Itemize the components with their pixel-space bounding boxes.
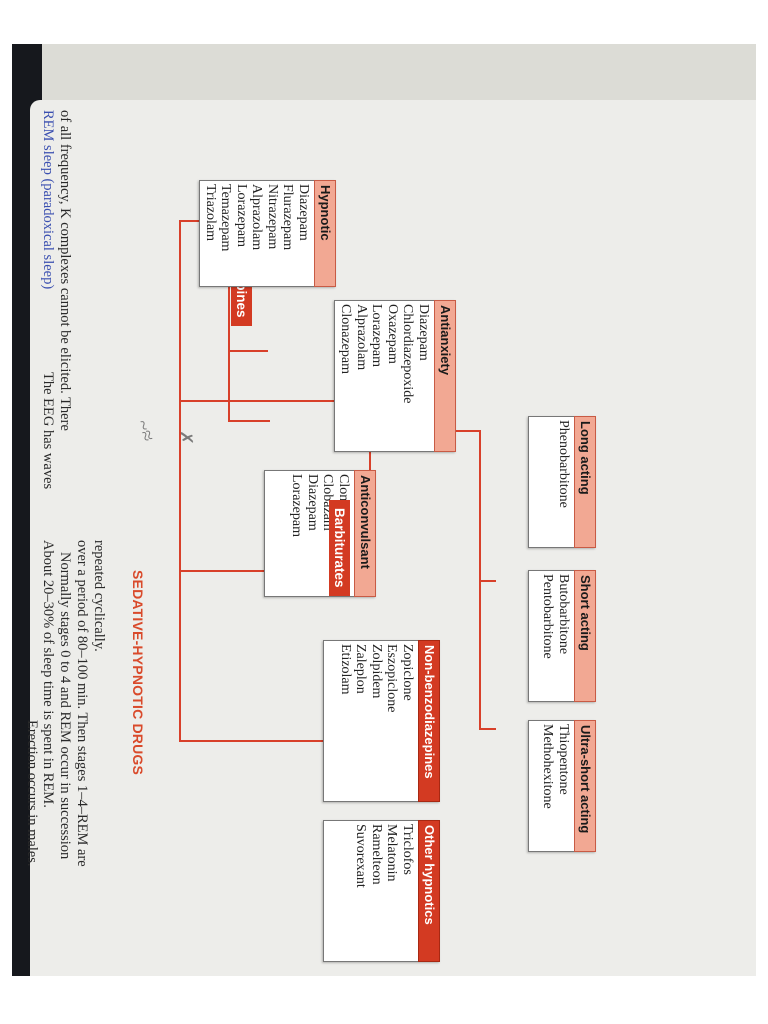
box-hypnotic-items: Diazepam Flurazepam Nitrazepam Alprazola… bbox=[203, 184, 311, 252]
text-right-2: Normally stages 0 to 4 and REM occur in … bbox=[57, 552, 73, 860]
text-line-2: of all frequency, K complexes cannot be … bbox=[57, 110, 73, 431]
rotated-page-content: REM sleep (paradoxical sleep) of all fre… bbox=[24, 100, 756, 976]
list-item: Lorazepam bbox=[369, 304, 385, 367]
barbiturates-label: Barbiturates bbox=[329, 500, 350, 596]
box-anticonvulsant-title: Anticonvulsant bbox=[354, 470, 376, 597]
connector-barb-up bbox=[180, 400, 356, 402]
list-item: Alprazolam bbox=[354, 304, 369, 371]
book-page: REM sleep (paradoxical sleep) of all fre… bbox=[24, 100, 756, 976]
box-other-hypnotics-title: Other hypnotics bbox=[418, 820, 440, 962]
list-item: Ramelteon bbox=[369, 824, 384, 885]
box-short-acting-items: Butobarbitone Pentobarbitone bbox=[540, 574, 572, 659]
list-item: Diazepam bbox=[305, 474, 320, 531]
box-ultrashort-acting-items: Thiopentone Methohexitone bbox=[540, 724, 572, 809]
list-item: Zaleplon bbox=[353, 644, 369, 694]
box-long-acting-items: Phenobarbitone bbox=[556, 420, 571, 508]
box-antianxiety-title: Antianxiety bbox=[434, 300, 456, 452]
box-other-hypnotics-items: Triclofos Melatonin Ramelteon Suvorexant bbox=[353, 824, 416, 888]
list-item: Oxazepam bbox=[385, 304, 400, 364]
text-right-1: About 20–30% of sleep time is spent in R… bbox=[40, 540, 56, 808]
list-item: Pentobarbitone bbox=[540, 574, 556, 659]
diagram-title: SEDATIVE-HYPNOTIC DRUGS bbox=[130, 570, 146, 776]
list-item: Nitrazepam bbox=[265, 184, 280, 250]
box-non-benzodiazepines-items: Zopiclone Eszopiclone Zolpidem Zaleplon … bbox=[338, 644, 415, 713]
text-line-3: The EEG has waves bbox=[40, 372, 56, 490]
facing-page bbox=[42, 44, 756, 104]
list-item: Eszopiclone bbox=[384, 644, 400, 713]
list-item: Clonazepam bbox=[338, 304, 354, 374]
list-item: Triazolam bbox=[203, 184, 218, 242]
list-item: Diazepam bbox=[296, 184, 311, 241]
box-short-acting: Short acting Butobarbitone Pentobarbiton… bbox=[528, 570, 596, 702]
list-item: Thiopentone bbox=[556, 724, 571, 795]
list-item: Alprazolam bbox=[249, 184, 265, 251]
box-long-acting-title: Long acting bbox=[574, 416, 596, 548]
box-ultrashort-acting: Ultra-short acting Thiopentone Methohexi… bbox=[528, 720, 596, 852]
list-item: Zopiclone bbox=[400, 644, 415, 701]
list-item: Lorazepam bbox=[289, 474, 305, 537]
connector-short-acting bbox=[479, 580, 496, 582]
text-right-3: over a period of 80–100 min. Then stages… bbox=[74, 540, 90, 867]
text-line-1: REM sleep (paradoxical sleep) bbox=[40, 110, 56, 290]
photo-background: REM sleep (paradoxical sleep) of all fre… bbox=[12, 44, 756, 976]
box-non-benzodiazepines: Non-benzodiazepines Zopiclone Eszopiclon… bbox=[323, 640, 440, 802]
list-item: Flurazepam bbox=[280, 184, 296, 251]
list-item: Triclofos bbox=[400, 824, 415, 875]
list-item: Phenobarbitone bbox=[556, 420, 571, 508]
connector-antianxiety bbox=[228, 350, 268, 352]
box-anticonvulsant: Anticonvulsant Clonazepam Clobazam Diaze… bbox=[264, 470, 376, 597]
connector-right-down bbox=[179, 740, 326, 742]
connector-anticonvulsant bbox=[228, 420, 270, 422]
box-short-acting-title: Short acting bbox=[574, 570, 596, 702]
text-right-0: Erection occurs in males. bbox=[24, 720, 40, 867]
connector-ultrashort bbox=[479, 728, 496, 730]
pencil-mark-icon: ~≈ bbox=[130, 416, 160, 445]
box-ultrashort-acting-title: Ultra-short acting bbox=[574, 720, 596, 852]
list-item: Butobarbitone bbox=[556, 574, 571, 655]
box-antianxiety-items: Diazepam Chlordiazepoxide Oxazepam Loraz… bbox=[338, 304, 432, 404]
connector-main-trunk bbox=[179, 220, 181, 740]
box-other-hypnotics: Other hypnotics Triclofos Melatonin Rame… bbox=[323, 820, 440, 962]
list-item: Chlordiazepoxide bbox=[400, 304, 416, 404]
list-item: Etizolam bbox=[338, 644, 353, 695]
box-hypnotic: Hypnotic Diazepam Flurazepam Nitrazepam … bbox=[199, 180, 336, 287]
list-item: Zolpidem bbox=[369, 644, 384, 699]
list-item: Suvorexant bbox=[353, 824, 369, 888]
list-item: Melatonin bbox=[384, 824, 400, 882]
box-long-acting: Long acting Phenobarbitone bbox=[528, 416, 596, 548]
text-right-4: repeated cyclically. bbox=[91, 540, 107, 652]
box-hypnotic-title: Hypnotic bbox=[314, 180, 336, 287]
list-item: Methohexitone bbox=[540, 724, 556, 809]
box-non-benzodiazepines-title: Non-benzodiazepines bbox=[418, 640, 440, 802]
list-item: Diazepam bbox=[416, 304, 431, 361]
list-item: Temazepam bbox=[218, 184, 234, 252]
box-antianxiety: Antianxiety Diazepam Chlordiazepoxide Ox… bbox=[334, 300, 456, 452]
list-item: Lorazepam bbox=[234, 184, 249, 247]
